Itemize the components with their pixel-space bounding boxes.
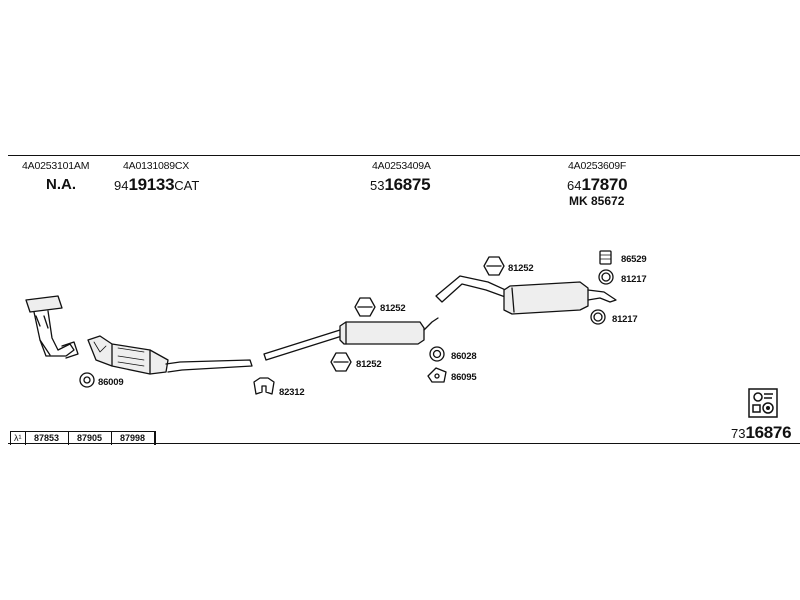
part-number-2: 9419133CAT (114, 175, 199, 195)
part-prefix: 94 (114, 178, 129, 193)
footer-cell-3: 87998 (112, 432, 155, 445)
lambda-sensor-symbol: λ¹ (11, 432, 26, 445)
catalytic-converter-drawing (87, 335, 253, 375)
part-prefix: 64 (567, 178, 582, 193)
part-suffix: CAT (174, 178, 200, 193)
part-main: 19133 (128, 175, 175, 194)
callout-81217-lower: 81217 (612, 314, 638, 325)
oem-number-4: 4A0253609F (568, 160, 627, 172)
callout-86009: 86009 (98, 377, 124, 388)
mounting-kit-number: MK 85672 (569, 194, 625, 208)
mounting-kit-icon (748, 388, 778, 418)
part-main: 16875 (384, 175, 431, 194)
oem-number-2: 4A0131089CX (123, 160, 190, 172)
callout-81217-upper: 81217 (621, 274, 647, 285)
rear-silencer-drawing (435, 275, 617, 315)
callout-81252-top: 81252 (380, 303, 406, 314)
front-pipe-drawing (25, 295, 79, 359)
callout-81252-bottom: 81252 (356, 359, 382, 370)
kit-prefix: 73 (731, 426, 746, 441)
oem-number-1: 4A0253101AM (22, 160, 90, 172)
middle-silencer-drawing (263, 317, 439, 361)
footer-cell-1: 87853 (26, 432, 69, 445)
footer-cell-2: 87905 (69, 432, 112, 445)
part-prefix: 53 (370, 178, 385, 193)
footer-part-table: λ¹ 87853 87905 87998 (10, 431, 156, 445)
part-number-3: 5316875 (370, 175, 431, 195)
header-rule (8, 155, 800, 156)
kit-main: 16876 (745, 423, 792, 442)
kit-part-number: 7316876 (731, 423, 792, 443)
callout-81252-rear: 81252 (508, 263, 534, 274)
oem-number-3: 4A0253409A (372, 160, 431, 172)
callout-86028: 86028 (451, 351, 477, 362)
callout-82312: 82312 (279, 387, 305, 398)
footer-rule (8, 443, 800, 444)
status-na: N.A. (46, 176, 76, 193)
callout-86529: 86529 (621, 254, 647, 265)
part-number-4: 6417870 (567, 175, 628, 195)
fittings-drawing (79, 250, 614, 395)
part-main: 17870 (581, 175, 628, 194)
callout-86095: 86095 (451, 372, 477, 383)
